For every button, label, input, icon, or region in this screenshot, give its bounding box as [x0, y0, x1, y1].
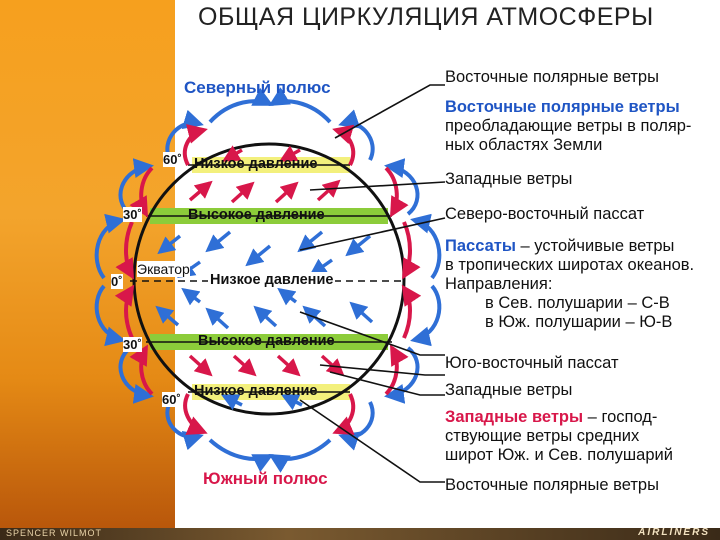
annotation-easterlies-definition-line1: преобладающие ветры в поляр- [445, 117, 692, 135]
annotation-trades-definition: Пассаты – устойчивые ветры в тропических… [445, 237, 694, 332]
annotation-easterlies-definition-line2: ных областях Земли [445, 136, 603, 154]
annotation-westerlies-definition-title: Западные ветры [445, 408, 584, 426]
latitude-label-n30: 30˚ [123, 207, 142, 222]
low-pressure-label-south: Низкое давление [194, 383, 318, 399]
wind-arrows-polar-north [221, 145, 301, 162]
wind-arrows-se-trades [155, 287, 374, 330]
low-pressure-label-equator: Низкое давление [208, 272, 336, 288]
latitude-label-n60: 60˚ [163, 152, 182, 167]
footer-photo-credit: SPENCER WILMOT [6, 528, 103, 538]
annotation-easterlies-south: Восточные полярные ветры [445, 476, 659, 494]
annotation-trades-line1: в тропических широтах океанов. [445, 256, 695, 274]
wind-arrows-polar-south [220, 394, 303, 411]
footer-bar [0, 528, 720, 540]
annotation-trades-line4: в Юж. полушарии – Ю-В [485, 313, 673, 331]
annotation-ne-trade: Северо-восточный пассат [445, 205, 645, 223]
latitude-label-s30: 30˚ [123, 337, 142, 352]
south-pole-label: Южный полюс [203, 469, 328, 488]
annotation-trades-title: Пассаты [445, 237, 516, 255]
annotation-trades-line3: в Сев. полушарии – С-В [485, 294, 670, 312]
latitude-label-s60: 60˚ [162, 392, 181, 407]
annotation-westerlies-definition-line2: широт Юж. и Сев. полушарий [445, 446, 673, 464]
annotation-leader-lines [299, 84, 446, 483]
circulation-diagram [94, 84, 446, 483]
annotation-trades-dash: – устойчивые ветры [515, 237, 675, 255]
annotation-trades-line2: Направления: [445, 275, 553, 293]
annotation-westerlies-north: Западные ветры [445, 170, 573, 188]
annotation-westerlies-definition-dash: – господ- [583, 408, 658, 426]
north-pole-label: Северный полюс [184, 78, 331, 97]
page-title: ОБЩАЯ ЦИРКУЛЯЦИЯ АТМОСФЕРЫ [198, 3, 654, 31]
wind-arrows-westerlies-north [188, 179, 341, 204]
footer-brand: AIRLINERS [638, 527, 710, 538]
wind-arrows-ne-trades [157, 230, 372, 279]
annotation-easterlies-north: Восточные полярные ветры [445, 68, 659, 86]
equator-label: Экватор [137, 261, 190, 277]
annotation-se-trade: Юго-восточный пассат [445, 354, 619, 372]
annotation-westerlies-definition: Западные ветры – господ- ствующие ветры … [445, 408, 673, 465]
high-pressure-label-south: Высокое давление [198, 333, 335, 349]
high-pressure-label-north: Высокое давление [188, 207, 325, 223]
annotation-easterlies-definition: Восточные полярные ветры преобладающие в… [445, 98, 691, 155]
annotation-westerlies-south: Западные ветры [445, 381, 573, 399]
wind-arrows-westerlies-south [188, 354, 345, 377]
annotation-easterlies-definition-title: Восточные полярные ветры [445, 98, 680, 116]
low-pressure-label-north: Низкое давление [194, 156, 318, 172]
annotation-westerlies-definition-line1: ствующие ветры средних [445, 427, 640, 445]
latitude-label-equator: 0˚ [111, 274, 123, 289]
